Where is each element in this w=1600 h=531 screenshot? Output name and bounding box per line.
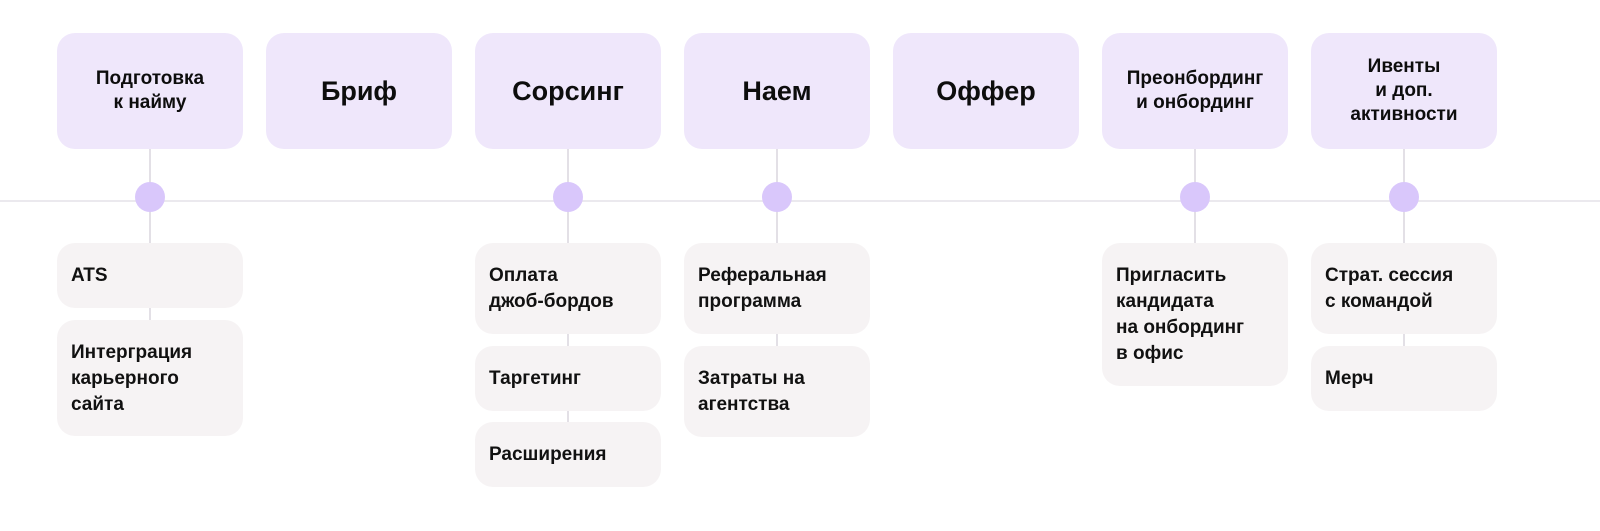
item-merch: Мерч [1311, 346, 1497, 411]
item-strategy-session: Страт. сессия с командой [1311, 243, 1497, 334]
timeline-dot [762, 182, 792, 212]
stage-hiring: Наем [684, 33, 870, 149]
timeline-dot [1180, 182, 1210, 212]
timeline-dot [135, 182, 165, 212]
stage-brief: Бриф [266, 33, 452, 149]
stage-column-offer: Оффер [893, 33, 1079, 503]
timeline-dot [1389, 182, 1419, 212]
item-invite-candidate: Пригласить кандидата на онбординг в офис [1102, 243, 1288, 386]
item-career-site-integration: Интерграция карьерного сайта [57, 320, 243, 436]
stage-sourcing: Сорсинг [475, 33, 661, 149]
stage-column-sourcing: Сорсинг Оплата джоб-бордов Таргетинг Рас… [475, 33, 661, 503]
item-job-boards: Оплата джоб-бордов [475, 243, 661, 334]
stage-events: Ивенты и доп. активности [1311, 33, 1497, 149]
stage-offer: Оффер [893, 33, 1079, 149]
item-ats: ATS [57, 243, 243, 308]
stage-column-events: Ивенты и доп. активности Страт. сессия с… [1311, 33, 1497, 503]
stage-column-onboarding: Преонбординг и онбординг Пригласить канд… [1102, 33, 1288, 503]
item-agency-costs: Затраты на агентства [684, 346, 870, 437]
timeline-axis [0, 200, 1600, 202]
item-targeting: Таргетинг [475, 346, 661, 411]
stage-column-preparation: Подготовка к найму ATS Интерграция карье… [57, 33, 243, 503]
stage-onboarding: Преонбординг и онбординг [1102, 33, 1288, 149]
stage-column-hiring: Наем Реферальная программа Затраты на аг… [684, 33, 870, 503]
connector-line [149, 149, 151, 329]
item-referral-program: Реферальная программа [684, 243, 870, 334]
stage-preparation: Подготовка к найму [57, 33, 243, 149]
timeline-dot [553, 182, 583, 212]
stage-column-brief: Бриф [266, 33, 452, 503]
item-extensions: Расширения [475, 422, 661, 487]
